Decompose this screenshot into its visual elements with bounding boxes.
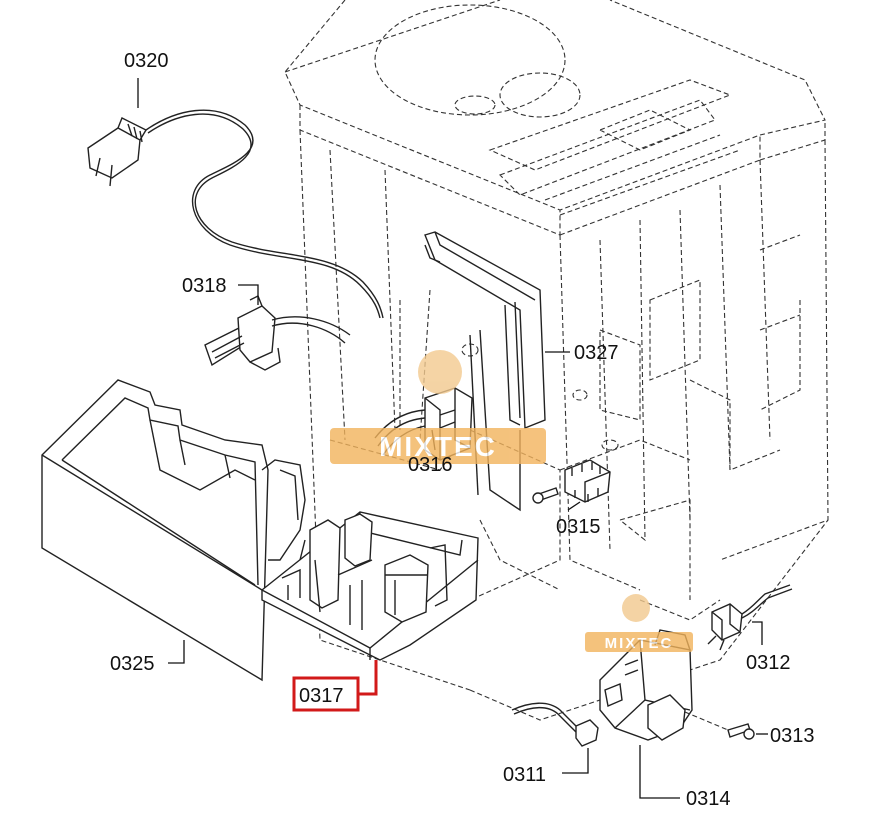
part-0314-housing-block [599, 629, 693, 741]
watermark-text: MIXTEC [379, 431, 497, 462]
label-0320: 0320 [124, 50, 169, 72]
highlight-leader [358, 660, 378, 696]
label-0312: 0312 [746, 652, 791, 674]
label-0316: 0316 [408, 454, 453, 476]
watermark-small: MIXTEC [585, 594, 693, 652]
part-0325-cover [41, 379, 269, 682]
label-0325: 0325 [110, 653, 155, 675]
watermark-center: MIXTEC [330, 350, 546, 464]
part-0311-cable [511, 702, 599, 747]
label-0315: 0315 [556, 516, 601, 538]
highlight-0317 [292, 660, 378, 712]
label-0317: 0317 [299, 685, 344, 707]
label-0327: 0327 [574, 342, 619, 364]
part-0327-bracket [424, 231, 546, 512]
part-labels: 0320 0318 0327 0316 0315 0325 0317 0312 … [110, 50, 815, 810]
label-0314: 0314 [686, 788, 731, 810]
part-0320-mains-cable [87, 109, 384, 319]
label-0318: 0318 [182, 275, 227, 297]
part-0315-terminal-block [532, 459, 611, 504]
label-0313: 0313 [770, 725, 815, 747]
part-0317-control-module [261, 459, 479, 661]
part-0313-screw [684, 711, 755, 740]
part-0312-switch [707, 584, 793, 651]
watermark-text-small: MIXTEC [605, 635, 674, 652]
label-0311: 0311 [503, 764, 546, 786]
part-0318-sensor [204, 295, 351, 371]
